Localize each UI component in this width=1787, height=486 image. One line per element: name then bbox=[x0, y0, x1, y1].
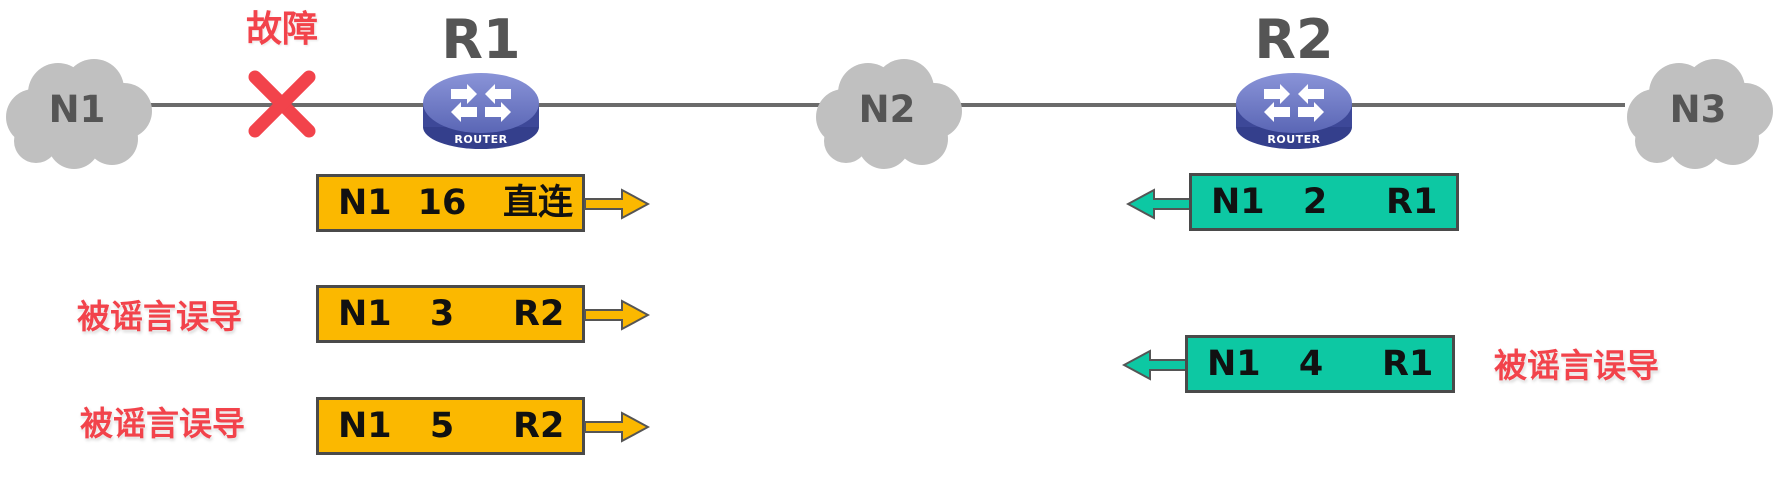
arrow-right-icon bbox=[584, 411, 650, 443]
cloud-icon bbox=[816, 59, 962, 169]
router-r1: ROUTER bbox=[421, 67, 541, 151]
router-icon bbox=[1236, 73, 1352, 149]
fault-label: 故障 bbox=[245, 9, 318, 50]
router-badge: ROUTER bbox=[454, 133, 508, 146]
route-next-hop: R1 bbox=[1386, 182, 1438, 222]
r1-route-entry-3: N1 5 R2 bbox=[316, 397, 585, 455]
cross-icon bbox=[248, 70, 316, 138]
cloud-icon bbox=[1627, 59, 1773, 169]
router-name-r2: R2 bbox=[1254, 8, 1334, 71]
route-destination: N1 bbox=[338, 294, 392, 334]
r2-route-entry-1: N1 2 R1 bbox=[1189, 173, 1459, 231]
route-next-hop: R1 bbox=[1382, 344, 1434, 384]
route-destination: N1 bbox=[1211, 182, 1265, 222]
route-destination: N1 bbox=[1207, 344, 1261, 384]
route-destination: N1 bbox=[338, 183, 392, 223]
network-label: N3 bbox=[1669, 88, 1727, 131]
arrow-left-icon bbox=[1122, 349, 1188, 381]
arrow-left-icon bbox=[1126, 188, 1192, 220]
arrow-right-icon bbox=[584, 299, 650, 331]
route-next-hop: 直连 bbox=[503, 183, 574, 223]
network-label: N2 bbox=[858, 88, 916, 131]
route-metric: 4 bbox=[1298, 344, 1324, 384]
route-metric: 16 bbox=[417, 183, 467, 223]
r2-route-entry-2: N1 4 R1 bbox=[1185, 335, 1455, 393]
route-metric: 2 bbox=[1302, 182, 1328, 222]
route-next-hop: R2 bbox=[513, 406, 565, 446]
router-badge: ROUTER bbox=[1267, 133, 1321, 146]
cloud-icon bbox=[6, 59, 152, 169]
misled-annotation: 被谣言误导 bbox=[1494, 346, 1659, 385]
route-metric: 3 bbox=[429, 294, 455, 334]
route-next-hop: R2 bbox=[513, 294, 565, 334]
misled-annotation: 被谣言误导 bbox=[80, 404, 245, 443]
network-cloud-n2: N2 bbox=[810, 51, 964, 169]
misled-annotation: 被谣言误导 bbox=[77, 297, 242, 336]
arrow-right-icon bbox=[584, 188, 650, 220]
r1-route-entry-2: N1 3 R2 bbox=[316, 285, 585, 343]
router-r2: ROUTER bbox=[1234, 67, 1354, 151]
network-cloud-n3: N3 bbox=[1621, 51, 1775, 169]
network-cloud-n1: N1 bbox=[0, 51, 154, 169]
router-name-r1: R1 bbox=[441, 8, 521, 71]
router-icon bbox=[423, 73, 539, 149]
network-label: N1 bbox=[48, 88, 106, 131]
r1-route-entry-1: N1 16 直连 bbox=[316, 174, 585, 232]
route-destination: N1 bbox=[338, 406, 392, 446]
route-metric: 5 bbox=[429, 406, 455, 446]
